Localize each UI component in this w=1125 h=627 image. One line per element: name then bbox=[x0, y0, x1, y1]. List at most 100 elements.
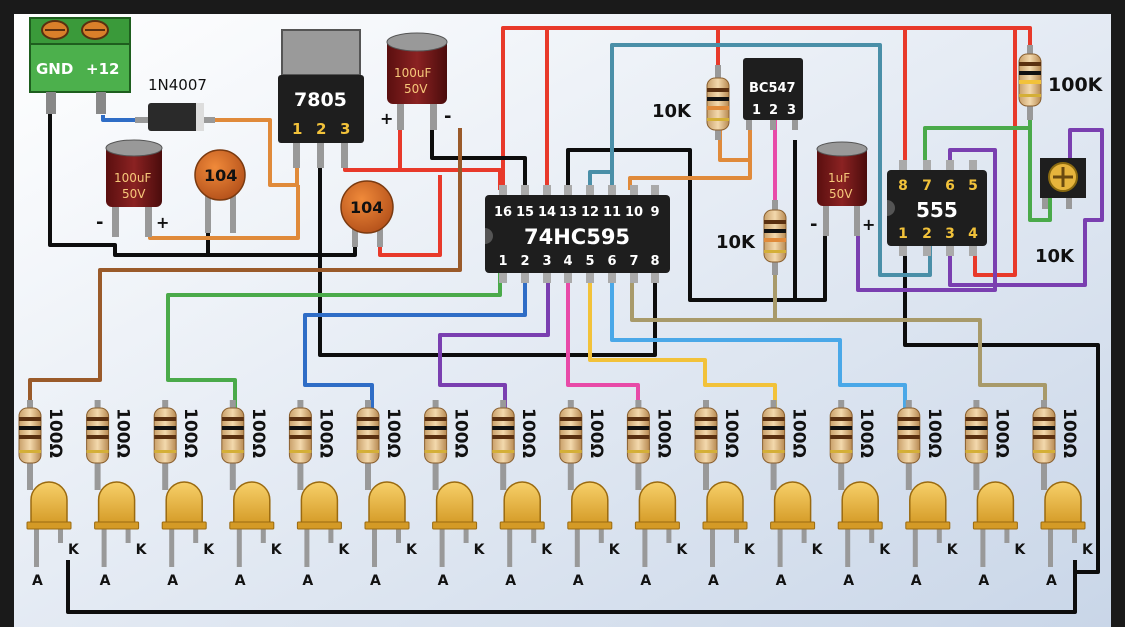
led-anode-label: A bbox=[640, 573, 651, 589]
led-resistor-100-ohm: 100Ω bbox=[288, 400, 335, 490]
capacitor-output-100uf: 100uF 50V + - bbox=[380, 32, 451, 130]
resistor-collector-10k: 10K bbox=[716, 200, 787, 275]
led-resistor-label: 100Ω bbox=[856, 408, 876, 458]
led-array: 100ΩKA100ΩKA100ΩKA100ΩKA100ΩKA100ΩKA100Ω… bbox=[18, 400, 1094, 589]
ic-595-bottom-pin-label: 5 bbox=[585, 254, 594, 269]
led-resistor-label: 100Ω bbox=[721, 408, 741, 458]
led-resistor-100-ohm: 100Ω bbox=[356, 400, 403, 490]
led-channel: 100Ω KA bbox=[694, 400, 756, 589]
led-anode-label: A bbox=[1046, 573, 1057, 589]
ic-555-bottom-pin-label: 1 bbox=[898, 226, 908, 242]
led: KA bbox=[296, 481, 350, 589]
led-cathode-label: K bbox=[947, 542, 959, 558]
led-resistor-100-ohm: 100Ω bbox=[829, 400, 876, 490]
led-cathode-label: K bbox=[68, 542, 80, 558]
regulator-pin-2: 2 bbox=[316, 120, 326, 138]
led-resistor-100-ohm: 100Ω bbox=[491, 400, 538, 490]
led-resistor-100-ohm: 100Ω bbox=[626, 400, 673, 490]
led-cathode-label: K bbox=[609, 542, 621, 558]
led-resistor-label: 100Ω bbox=[991, 408, 1011, 458]
led-resistor-label: 100Ω bbox=[383, 408, 403, 458]
led-resistor-label: 100Ω bbox=[248, 408, 268, 458]
transistor-pin-3: 3 bbox=[787, 103, 796, 118]
ic-595-top-pin-label: 10 bbox=[625, 205, 643, 220]
capacitor-input-100uf: 100uF 50V - + bbox=[96, 139, 169, 237]
cap-in-minus: - bbox=[96, 212, 103, 233]
led-resistor-100-ohm: 100Ω bbox=[153, 400, 200, 490]
led-anode-label: A bbox=[911, 573, 922, 589]
terminal-vcc-label: +12 bbox=[86, 60, 119, 78]
led-cathode-label: K bbox=[271, 542, 283, 558]
led-channel: 100Ω KA bbox=[86, 400, 148, 589]
ic-595-bottom-pin-label: 6 bbox=[607, 254, 616, 269]
led-resistor-label: 100Ω bbox=[924, 408, 944, 458]
led-channel: 100Ω K A bbox=[559, 400, 621, 589]
led-anode-label: A bbox=[978, 573, 989, 589]
led-resistor-label: 100Ω bbox=[586, 408, 606, 458]
led: KA bbox=[905, 481, 959, 589]
cap-out-voltage: 50V bbox=[404, 82, 428, 96]
led-resistor-label: 100Ω bbox=[1059, 408, 1079, 458]
terminal-gnd-label: GND bbox=[36, 60, 73, 78]
led: KA bbox=[702, 481, 756, 589]
ic-595-top-pin-label: 12 bbox=[581, 205, 599, 220]
led: KA bbox=[432, 481, 486, 589]
diode-1n4007: 1N4007 bbox=[135, 76, 215, 131]
regulator-label: 7805 bbox=[294, 89, 347, 111]
led: KA bbox=[94, 481, 148, 589]
ic-595-bottom-pin-label: 2 bbox=[520, 254, 529, 269]
cap-timer-plus: + bbox=[862, 215, 875, 234]
led-resistor-label: 100Ω bbox=[180, 408, 200, 458]
voltage-regulator-7805: 7805 1 2 3 bbox=[278, 29, 364, 168]
ic-555-label: 555 bbox=[916, 198, 958, 222]
led-anode-label: A bbox=[32, 573, 43, 589]
led-resistor-label: 100Ω bbox=[113, 408, 133, 458]
led-anode-label: A bbox=[776, 573, 787, 589]
ic-595-bottom-pin-label: 8 bbox=[650, 254, 659, 269]
led-cathode-label: K bbox=[136, 542, 148, 558]
ic-595-top-pin-label: 16 bbox=[494, 205, 512, 220]
led-resistor-label: 100Ω bbox=[315, 408, 335, 458]
led-channel: 100Ω KA bbox=[1032, 400, 1094, 589]
led-anode-label: A bbox=[370, 573, 381, 589]
led-anode-label: A bbox=[302, 573, 313, 589]
cap-104-left-label: 104 bbox=[204, 166, 237, 185]
ceramic-capacitor-104-left: 104 bbox=[194, 149, 246, 233]
led-resistor-100-ohm: 100Ω bbox=[559, 400, 606, 490]
ic-555-top-pin-label: 6 bbox=[945, 178, 955, 194]
pot-label: 10K bbox=[1035, 246, 1075, 267]
led: KA bbox=[1040, 481, 1094, 589]
ic-595-top-pin-label: 15 bbox=[516, 205, 534, 220]
led-resistor-label: 100Ω bbox=[451, 408, 471, 458]
led-anode-label: A bbox=[843, 573, 854, 589]
cap-timer-value: 1uF bbox=[828, 171, 850, 185]
ceramic-capacitor-104-mid: 104 bbox=[340, 180, 394, 247]
led-resistor-label: 100Ω bbox=[653, 408, 673, 458]
transistor-pin-2: 2 bbox=[769, 103, 778, 118]
cap-out-plus: + bbox=[380, 109, 393, 128]
res-collector-label: 10K bbox=[716, 232, 756, 253]
ic-595-bottom-pin-label: 4 bbox=[563, 254, 572, 269]
led-anode-label: A bbox=[708, 573, 719, 589]
cap-in-plus: + bbox=[156, 213, 169, 232]
ic-595-top-pin-label: 13 bbox=[559, 205, 577, 220]
ic-555-bottom-pin-label: 2 bbox=[922, 226, 932, 242]
regulator-pin-1: 1 bbox=[292, 120, 302, 138]
led-anode-label: A bbox=[573, 573, 584, 589]
led-resistor-100-ohm: 100Ω bbox=[762, 400, 809, 490]
capacitor-timer-1uf: 1uF 50V - + bbox=[810, 141, 875, 236]
led-resistor-100-ohm: 100Ω bbox=[897, 400, 944, 490]
transistor-pin-1: 1 bbox=[752, 103, 761, 118]
led-cathode-label: K bbox=[203, 542, 215, 558]
led-resistor-100-ohm: 100Ω bbox=[694, 400, 741, 490]
cap-out-minus: - bbox=[444, 106, 451, 127]
led-resistor-label: 100Ω bbox=[789, 408, 809, 458]
ic-595-top-pin-label: 9 bbox=[650, 205, 659, 220]
led-channel: 100Ω KA bbox=[424, 400, 486, 589]
